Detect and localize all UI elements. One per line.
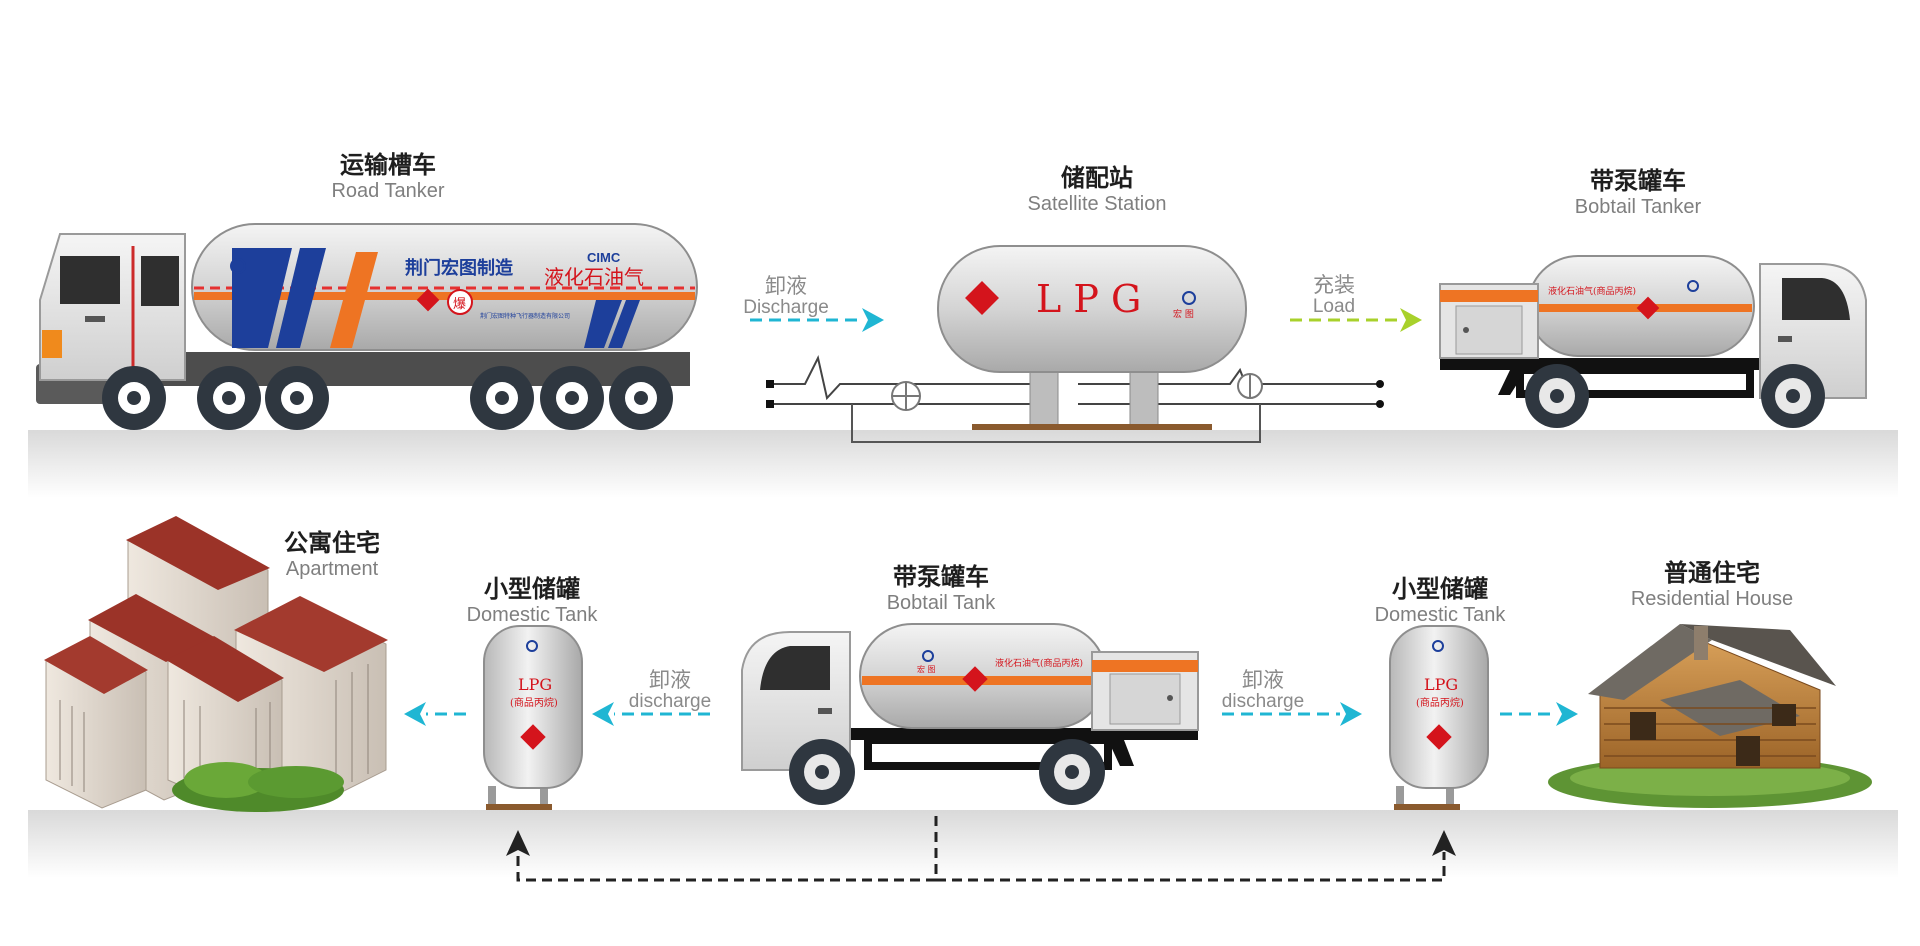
label-bobtail-tank: 带泵罐车 Bobtail Tank bbox=[887, 562, 996, 614]
label-bobtail-tank-cn: 带泵罐车 bbox=[893, 563, 989, 591]
hazard-diamond-icon bbox=[416, 288, 440, 312]
logo-emblem-icon bbox=[1687, 280, 1699, 292]
label-bobtail-tank-en: Bobtail Tank bbox=[886, 592, 996, 614]
domestic-tank-left-illustration: LPG (商品丙烷) bbox=[483, 625, 583, 810]
flow-discharge-top: 卸液 Discharge bbox=[743, 274, 829, 318]
flow-discharge-left-en: discharge bbox=[628, 691, 712, 712]
label-residential-house-en: Residential House bbox=[1630, 588, 1794, 610]
arrow-head-icon bbox=[1432, 830, 1456, 856]
label-apartment-cn: 公寓住宅 bbox=[284, 529, 380, 557]
flow-discharge-right: 卸液 discharge bbox=[1222, 668, 1304, 712]
road-tanker-explosive-text: 爆 bbox=[453, 297, 466, 312]
station-mark-text: 宏 图 bbox=[1173, 308, 1194, 320]
label-bobtail-tanker: 带泵罐车 Bobtail Tanker bbox=[1575, 166, 1701, 218]
flow-discharge-top-en: Discharge bbox=[743, 297, 829, 318]
label-domestic-tank-left-cn: 小型储罐 bbox=[483, 575, 580, 603]
arrow-head-icon bbox=[1556, 702, 1578, 726]
bobtail-tank-illustration: 液化石油气(商品丙烷) 宏 图 bbox=[741, 623, 1199, 805]
label-domestic-tank-right-cn: 小型储罐 bbox=[1391, 575, 1488, 603]
label-apartment-en: Apartment bbox=[285, 558, 379, 580]
flow-discharge-right-cn: 卸液 bbox=[1241, 668, 1284, 692]
label-domestic-tank-right: 小型储罐 Domestic Tank bbox=[1375, 574, 1506, 626]
hazard-diamond-icon bbox=[1636, 296, 1660, 320]
ground-bottom bbox=[28, 810, 1898, 878]
hazard-diamond-icon bbox=[520, 724, 546, 750]
arrow-head-icon bbox=[506, 830, 530, 856]
label-domestic-tank-left: 小型储罐 Domestic Tank bbox=[467, 574, 598, 626]
domestic-tank-right-illustration: LPG (商品丙烷) bbox=[1389, 625, 1489, 810]
label-bobtail-tanker-cn: 带泵罐车 bbox=[1589, 167, 1686, 195]
logo-emblem-icon bbox=[1432, 640, 1444, 652]
flow-discharge-right-en: discharge bbox=[1221, 691, 1305, 712]
road-tanker-maker-text: 荆门宏图制造 bbox=[405, 257, 513, 279]
label-domestic-tank-left-en: Domestic Tank bbox=[466, 604, 598, 626]
label-road-tanker-cn: 运输槽车 bbox=[339, 151, 436, 179]
arrow-head-icon bbox=[592, 702, 614, 726]
logo-emblem-icon bbox=[1182, 291, 1196, 305]
bobtail-tank-mark-text: 宏 图 bbox=[917, 664, 936, 674]
explosive-badge-icon bbox=[447, 289, 473, 315]
domestic-tank-right-sub-text: (商品丙烷) bbox=[1416, 696, 1464, 709]
flow-discharge-top-cn: 卸液 bbox=[764, 274, 807, 298]
label-satellite-station-cn: 储配站 bbox=[1060, 164, 1133, 192]
road-tanker-brand-text: CIMC bbox=[587, 250, 621, 265]
bobtail-tanker-cargo-text: 液化石油气(商品丙烷) bbox=[1548, 285, 1636, 297]
label-residential-house: 普通住宅 Residential House bbox=[1631, 558, 1793, 610]
label-residential-house-cn: 普通住宅 bbox=[1663, 559, 1760, 587]
arrow-head-icon bbox=[1400, 308, 1422, 332]
label-satellite-station: 储配站 Satellite Station bbox=[1028, 163, 1167, 215]
bobtail-tanker-illustration: 液化石油气(商品丙烷) bbox=[1439, 255, 1867, 428]
flow-load-en: Load bbox=[1312, 296, 1356, 317]
service-loop-line bbox=[936, 852, 1446, 882]
bobtail-tank-cargo-text: 液化石油气(商品丙烷) bbox=[995, 657, 1083, 669]
logo-emblem-icon bbox=[526, 640, 538, 652]
label-apartment: 公寓住宅 Apartment bbox=[284, 528, 380, 580]
domestic-tank-left-lpg-text: LPG bbox=[518, 675, 552, 694]
residential-house-illustration bbox=[1548, 624, 1872, 808]
road-tanker-company-text: 荆门宏图特种飞行器制造有限公司 bbox=[480, 312, 570, 320]
service-loop-line bbox=[516, 816, 938, 882]
hazard-diamond-icon bbox=[962, 666, 988, 692]
flow-discharge-left-cn: 卸液 bbox=[648, 668, 691, 692]
arrow-head-icon bbox=[1340, 702, 1362, 726]
flow-load-cn: 充装 bbox=[1313, 273, 1355, 297]
label-road-tanker: 运输槽车 Road Tanker bbox=[331, 150, 444, 202]
apartment-illustration bbox=[44, 516, 388, 812]
flow-load: 充装 Load bbox=[1313, 273, 1355, 317]
road-tanker-illustration: 荆门宏图制造 CIMC 液化石油气 荆门宏图特种飞行器制造有限公司 爆 bbox=[36, 223, 698, 430]
label-satellite-station-en: Satellite Station bbox=[1027, 193, 1167, 215]
logo-emblem-icon bbox=[922, 650, 934, 662]
satellite-station-illustration: L P G 宏 图 bbox=[766, 245, 1384, 443]
ground-top bbox=[28, 430, 1898, 498]
arrow-head-icon bbox=[862, 308, 884, 332]
logo-emblem-icon bbox=[230, 258, 246, 274]
label-domestic-tank-right-en: Domestic Tank bbox=[1374, 604, 1506, 626]
label-road-tanker-en: Road Tanker bbox=[331, 180, 445, 202]
domestic-tank-left-sub-text: (商品丙烷) bbox=[510, 696, 558, 709]
label-bobtail-tanker-en: Bobtail Tanker bbox=[1574, 196, 1702, 218]
hazard-diamond-icon bbox=[965, 281, 999, 315]
flow-discharge-left: 卸液 discharge bbox=[629, 668, 711, 712]
arrow-head-icon bbox=[404, 702, 426, 726]
road-tanker-cargo-text: 液化石油气 bbox=[544, 265, 644, 289]
station-tank-text: L P G bbox=[1036, 277, 1141, 321]
domestic-tank-right-lpg-text: LPG bbox=[1424, 675, 1458, 694]
